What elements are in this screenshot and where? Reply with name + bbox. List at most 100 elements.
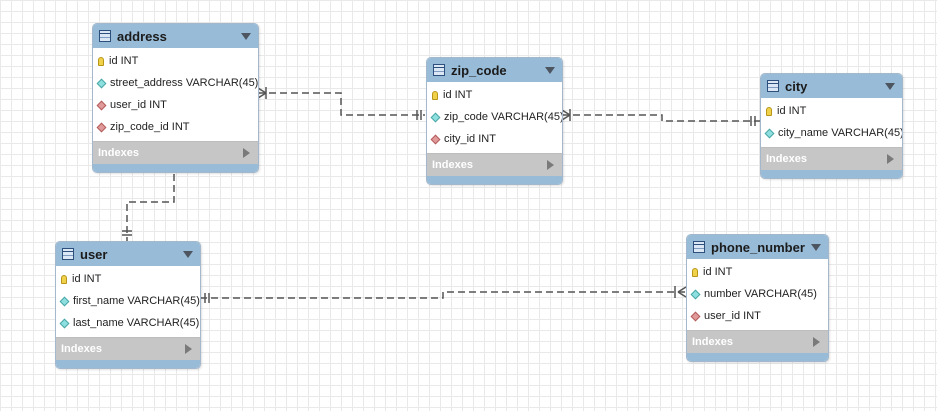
primary-key-icon (432, 90, 438, 100)
table-name: address (117, 28, 167, 44)
crows-foot-many-icon (257, 87, 267, 99)
primary-key-icon (98, 56, 104, 66)
column-row[interactable]: city_id INT (427, 128, 562, 150)
column-row[interactable]: street_address VARCHAR(45) (93, 72, 258, 94)
column-label: user_id INT (704, 310, 761, 322)
relationship-zip-code-city[interactable] (562, 114, 760, 122)
column-label: city_id INT (444, 133, 496, 145)
column-row[interactable]: last_name VARCHAR(45) (56, 312, 200, 334)
indexes-label: Indexes (766, 153, 807, 165)
expand-arrow-icon[interactable] (547, 160, 554, 170)
table-footer (427, 176, 562, 184)
attribute-icon (96, 78, 107, 88)
table-footer (687, 353, 828, 361)
expand-arrow-icon[interactable] (887, 154, 894, 164)
column-label: first_name VARCHAR(45) (73, 295, 200, 307)
table-header[interactable]: user (56, 242, 200, 266)
column-label: zip_code_id INT (110, 121, 190, 133)
table-city[interactable]: city id INT city_name VARCHAR(45) Indexe… (760, 73, 903, 179)
table-icon (693, 241, 705, 253)
column-row[interactable]: id INT (93, 50, 258, 72)
column-label: id INT (777, 105, 807, 117)
column-label: city_name VARCHAR(45) (778, 127, 903, 139)
column-row[interactable]: id INT (687, 261, 828, 283)
column-list: id INT street_address VARCHAR(45) user_i… (93, 48, 258, 141)
collapse-arrow-icon[interactable] (241, 33, 251, 40)
table-name: user (80, 246, 108, 262)
table-user[interactable]: user id INT first_name VARCHAR(45) last_… (55, 241, 201, 369)
column-list: id INT first_name VARCHAR(45) last_name … (56, 266, 200, 337)
crows-foot-many-icon (674, 286, 687, 298)
relationship-phone-number-user[interactable] (200, 291, 686, 299)
column-label: id INT (703, 266, 733, 278)
collapse-arrow-icon[interactable] (811, 244, 821, 251)
column-row[interactable]: city_name VARCHAR(45) (761, 122, 902, 144)
table-icon (62, 248, 74, 260)
indexes-label: Indexes (432, 159, 473, 171)
relationship-address-user[interactable] (126, 163, 175, 241)
indexes-label: Indexes (692, 336, 733, 348)
expand-arrow-icon[interactable] (243, 148, 250, 158)
column-row[interactable]: zip_code VARCHAR(45) (427, 106, 562, 128)
primary-key-icon (766, 106, 772, 116)
table-icon (767, 80, 779, 92)
column-label: id INT (443, 89, 473, 101)
column-row[interactable]: first_name VARCHAR(45) (56, 290, 200, 312)
indexes-section[interactable]: Indexes (56, 337, 200, 360)
table-footer (761, 170, 902, 178)
collapse-arrow-icon[interactable] (885, 83, 895, 90)
column-label: user_id INT (110, 99, 167, 111)
foreign-key-icon (430, 134, 441, 144)
collapse-arrow-icon[interactable] (545, 67, 555, 74)
indexes-section[interactable]: Indexes (761, 147, 902, 170)
column-row[interactable]: user_id INT (687, 305, 828, 327)
column-label: id INT (109, 55, 139, 67)
cardinality-one-icon (750, 116, 756, 126)
attribute-icon (59, 296, 70, 306)
column-row[interactable]: id INT (761, 100, 902, 122)
column-list: id INT number VARCHAR(45) user_id INT (687, 259, 828, 330)
column-row[interactable]: user_id INT (93, 94, 258, 116)
column-label: street_address VARCHAR(45) (110, 77, 259, 89)
column-label: last_name VARCHAR(45) (73, 317, 200, 329)
cardinality-one-icon (204, 293, 210, 303)
table-name: phone_number (711, 239, 805, 255)
column-row[interactable]: id INT (56, 268, 200, 290)
column-label: id INT (72, 273, 102, 285)
table-address[interactable]: address id INT street_address VARCHAR(45… (92, 23, 259, 173)
table-footer (93, 164, 258, 172)
primary-key-icon (692, 267, 698, 277)
relationship-address-zip-code[interactable] (258, 92, 425, 116)
column-row[interactable]: number VARCHAR(45) (687, 283, 828, 305)
indexes-label: Indexes (61, 343, 102, 355)
table-phone-number[interactable]: phone_number id INT number VARCHAR(45) u… (686, 234, 829, 362)
table-footer (56, 360, 200, 368)
foreign-key-icon (690, 311, 701, 321)
table-header[interactable]: phone_number (687, 235, 828, 259)
table-icon (99, 30, 111, 42)
table-header[interactable]: address (93, 24, 258, 48)
table-name: city (785, 78, 808, 94)
cardinality-one-icon (416, 110, 422, 120)
indexes-section[interactable]: Indexes (427, 153, 562, 176)
primary-key-icon (61, 274, 67, 284)
table-name: zip_code (451, 62, 507, 78)
indexes-section[interactable]: Indexes (687, 330, 828, 353)
table-zip-code[interactable]: zip_code id INT zip_code VARCHAR(45) cit… (426, 57, 563, 185)
indexes-section[interactable]: Indexes (93, 141, 258, 164)
foreign-key-icon (96, 100, 107, 110)
expand-arrow-icon[interactable] (813, 337, 820, 347)
attribute-icon (430, 112, 441, 122)
column-list: id INT zip_code VARCHAR(45) city_id INT (427, 82, 562, 153)
column-row[interactable]: zip_code_id INT (93, 116, 258, 138)
table-icon (433, 64, 445, 76)
column-row[interactable]: id INT (427, 84, 562, 106)
attribute-icon (59, 318, 70, 328)
table-header[interactable]: zip_code (427, 58, 562, 82)
collapse-arrow-icon[interactable] (183, 251, 193, 258)
table-header[interactable]: city (761, 74, 902, 98)
expand-arrow-icon[interactable] (185, 344, 192, 354)
attribute-icon (690, 289, 701, 299)
column-label: zip_code VARCHAR(45) (444, 111, 563, 123)
crows-foot-many-icon (561, 109, 571, 121)
